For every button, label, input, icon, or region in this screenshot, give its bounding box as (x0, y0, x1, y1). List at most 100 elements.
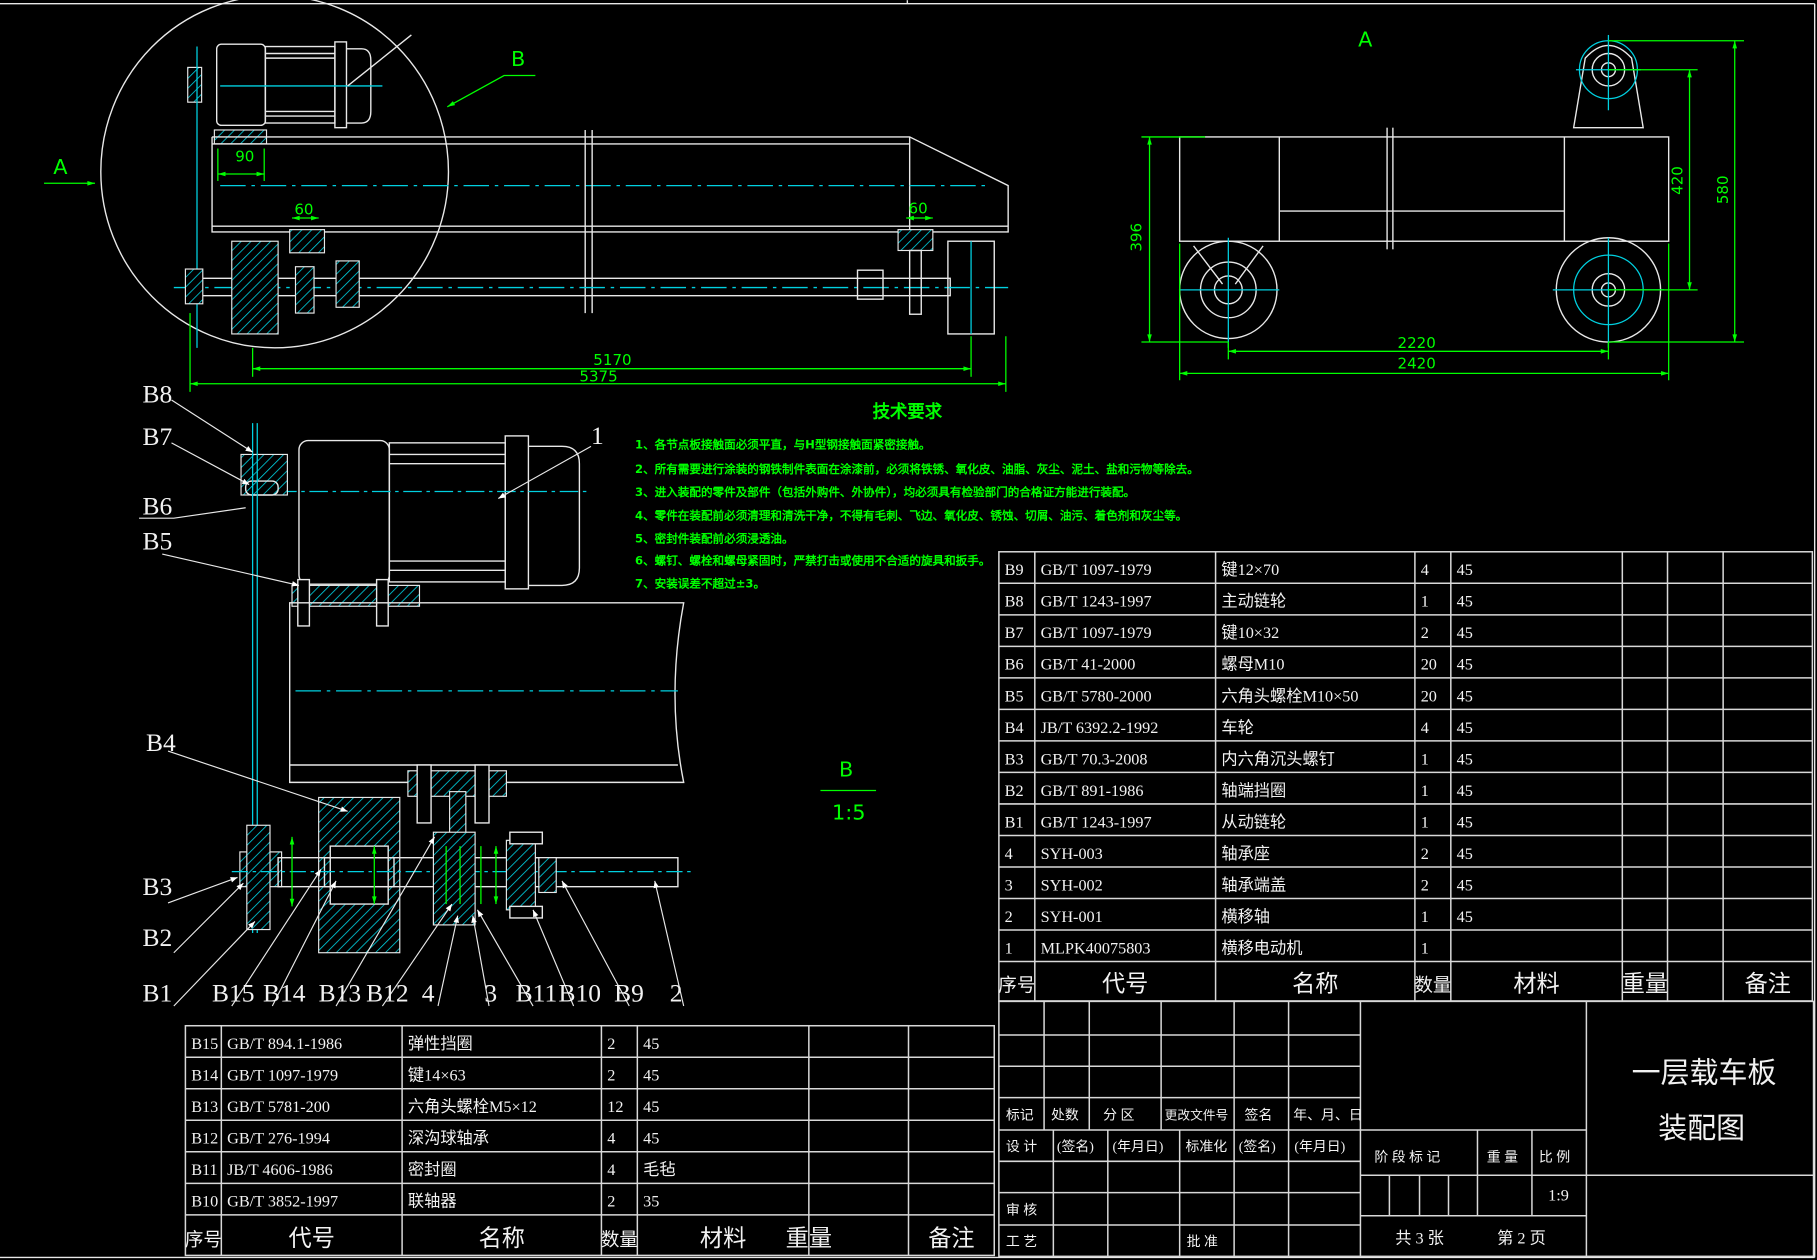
tb-change-doc: 更改文件号 (1165, 1109, 1229, 1123)
balloon-b5: B5 (143, 526, 173, 555)
dim-5375: 5375 (579, 367, 617, 385)
bom-cell-material: 45 (1457, 624, 1473, 642)
bom-header-name: 名称 (479, 1226, 525, 1252)
bom-cell-index: B5 (1005, 687, 1024, 705)
bom-cell-material: 35 (643, 1193, 659, 1211)
tb-sheet-count: 共 3 张 (1395, 1230, 1444, 1248)
bom-header-index: 序号 (998, 976, 1035, 997)
bom-cell-material: 45 (1457, 845, 1473, 863)
tb-std-date: (年月日) (1294, 1139, 1345, 1155)
bom-cell-name: 六角头螺栓M10×50 (1221, 687, 1358, 705)
detail-b-arrow (446, 74, 536, 108)
bom-cell-code: JB/T 4606-1986 (227, 1161, 333, 1179)
tb-standardize: 标准化 (1185, 1139, 1227, 1155)
bom-cell-qty: 20 (1421, 656, 1437, 674)
bom-cell-qty: 1 (1421, 939, 1429, 957)
bom-cell-qty: 2 (607, 1067, 615, 1085)
bom-header-remark: 备注 (928, 1226, 974, 1252)
leader-lines (139, 399, 685, 1007)
bom-cell-material: 45 (643, 1098, 659, 1116)
bom-cell-name: 弹性挡圈 (408, 1035, 473, 1053)
bom-cell-material: 45 (1457, 750, 1473, 768)
bom-cell-index: B8 (1005, 593, 1024, 611)
bom-cell-qty: 4 (607, 1161, 615, 1179)
bom-cell-code: GB/T 894.1-1986 (227, 1035, 342, 1053)
tb-approve: 批 准 (1187, 1234, 1218, 1250)
bom-cell-material: 45 (1457, 561, 1473, 579)
bom-cell-code: GB/T 1243-1997 (1041, 593, 1152, 611)
bom-cell-code: SYH-001 (1041, 908, 1103, 926)
bom-cell-code: JB/T 6392.2-1992 (1041, 719, 1159, 737)
bom-cell-qty: 4 (607, 1130, 615, 1148)
dim-396: 396 (1127, 223, 1145, 252)
bom-cell-material: 45 (1457, 656, 1473, 674)
dim-5170: 5170 (593, 351, 631, 369)
bom-cell-code: SYH-003 (1041, 845, 1103, 863)
detail-b-arrow-label: B (511, 47, 525, 71)
bom-header-qty: 数量 (1414, 976, 1451, 997)
bom-header-weight: 重量 (1622, 972, 1668, 998)
bom-cell-code: GB/T 1243-1997 (1041, 813, 1152, 831)
bom-cell-material: 45 (1457, 719, 1473, 737)
bom-cell-index: B15 (191, 1035, 218, 1053)
view-a-arrow-label: A (53, 155, 68, 179)
bom-header-code: 代号 (289, 1226, 335, 1252)
tb-count: 处数 (1051, 1108, 1079, 1124)
tb-zone: 分 区 (1103, 1108, 1134, 1124)
bom-cell-material: 毛毡 (643, 1161, 675, 1179)
bom-cell-index: B4 (1005, 719, 1024, 737)
bom-cell-code: GB/T 5781-200 (227, 1098, 330, 1116)
tech-req-item: 5、密封件装配前必须浸透油。 (635, 532, 794, 546)
bom-cell-qty: 1 (1421, 750, 1429, 768)
motor-top (187, 34, 412, 348)
tech-req-item: 2、所有需要进行涂装的钢铁制件表面在涂漆前，必须将铁锈、氧化皮、油脂、灰尘、泥土… (635, 462, 1199, 476)
bom-cell-name: 轴端挡圈 (1221, 782, 1286, 800)
bom-cell-material: 45 (1457, 876, 1473, 894)
tb-weight: 重 量 (1487, 1149, 1518, 1165)
bom-cell-qty: 2 (607, 1193, 615, 1211)
balloon-b2: B2 (143, 923, 173, 952)
bom-cell-qty: 2 (1421, 876, 1429, 894)
bom-header-remark: 备注 (1745, 972, 1791, 998)
balloon-2: 2 (670, 978, 683, 1007)
bom-cell-name: 密封圈 (408, 1161, 457, 1179)
tech-req-item: 3、进入装配的零件及部件（包括外购件、外协件），均必须具有检验部门的合格证方能进… (635, 485, 1135, 499)
bom-cell-name: 车轮 (1221, 719, 1253, 737)
bom-cell-index: B9 (1005, 561, 1024, 579)
dim-420: 420 (1669, 166, 1687, 195)
bom-cell-code: GB/T 3852-1997 (227, 1193, 338, 1211)
dim-60-left: 60 (294, 201, 313, 219)
tech-req-item: 7、安装误差不超过±3。 (635, 577, 765, 591)
bom-cell-code: MLPK40075803 (1041, 939, 1151, 957)
balloon-b8: B8 (143, 379, 173, 408)
tb-process: 工 艺 (1006, 1234, 1037, 1250)
detail-b-circle (100, 0, 450, 349)
bom-cell-qty: 1 (1421, 908, 1429, 926)
tb-scale-label: 比 例 (1539, 1149, 1570, 1165)
dim-60-right: 60 (909, 199, 928, 217)
bom-cell-index: 1 (1005, 939, 1013, 957)
bom-cell-qty: 12 (607, 1098, 623, 1116)
dim-580: 580 (1714, 175, 1732, 204)
title-block: 标记 处数 分 区 更改文件号 签名 年、月、日 设 计 (签名) (年月日) … (998, 1000, 1815, 1258)
bom-cell-material: 45 (1457, 782, 1473, 800)
bom-cell-index: B14 (191, 1067, 218, 1085)
bom-cell-qty: 2 (1421, 845, 1429, 863)
bom-header-index: 序号 (185, 1230, 222, 1251)
tb-mark: 标记 (1006, 1108, 1034, 1124)
dim-90: 90 (235, 147, 254, 165)
bom-cell-qty: 1 (1421, 593, 1429, 611)
bom-cell-name: 螺母M10 (1221, 656, 1284, 674)
bom-cell-name: 横移轴 (1221, 908, 1270, 926)
drawing-title-line2: 装配图 (1658, 1113, 1745, 1145)
